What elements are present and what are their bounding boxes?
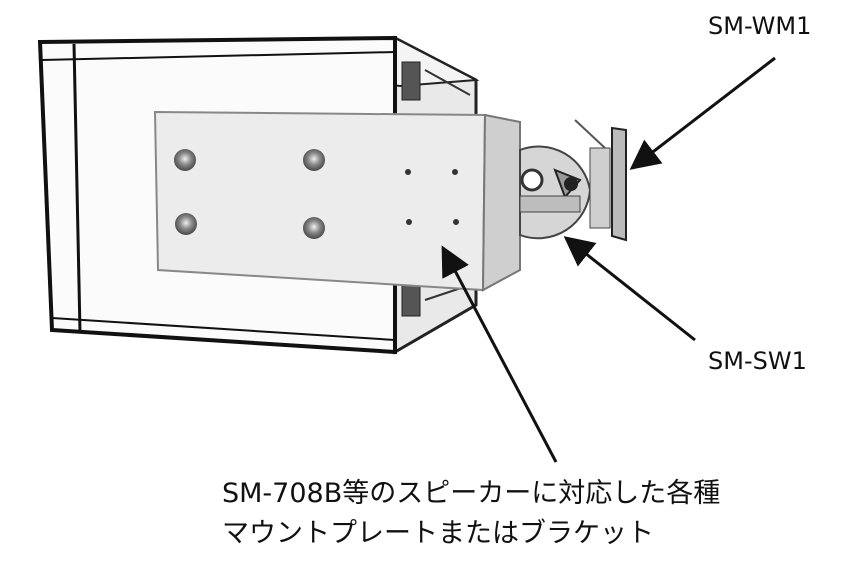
swivel-bracket — [519, 145, 592, 240]
wall-mount — [574, 119, 627, 242]
caption-line-1: SM-708B等のスピーカーに対応した各種 — [222, 478, 721, 509]
bolt-icon — [174, 149, 196, 171]
mount-plate — [153, 110, 521, 292]
bolt-icon — [303, 149, 325, 171]
wall-mount-label: SM-WM1 — [708, 12, 812, 40]
arrow-mount-plate — [441, 245, 558, 463]
caption-line-2: マウントプレートまたはブラケット — [222, 518, 654, 549]
caption: SM-708B等のスピーカーに対応した各種 マウントプレートまたはブラケット — [222, 474, 720, 554]
bolt-icon — [303, 217, 325, 239]
bolt-icon — [175, 213, 197, 235]
swivel-label: SM-SW1 — [708, 347, 807, 375]
arrow-swivel — [563, 236, 696, 342]
arrow-wall-mount — [629, 56, 776, 170]
